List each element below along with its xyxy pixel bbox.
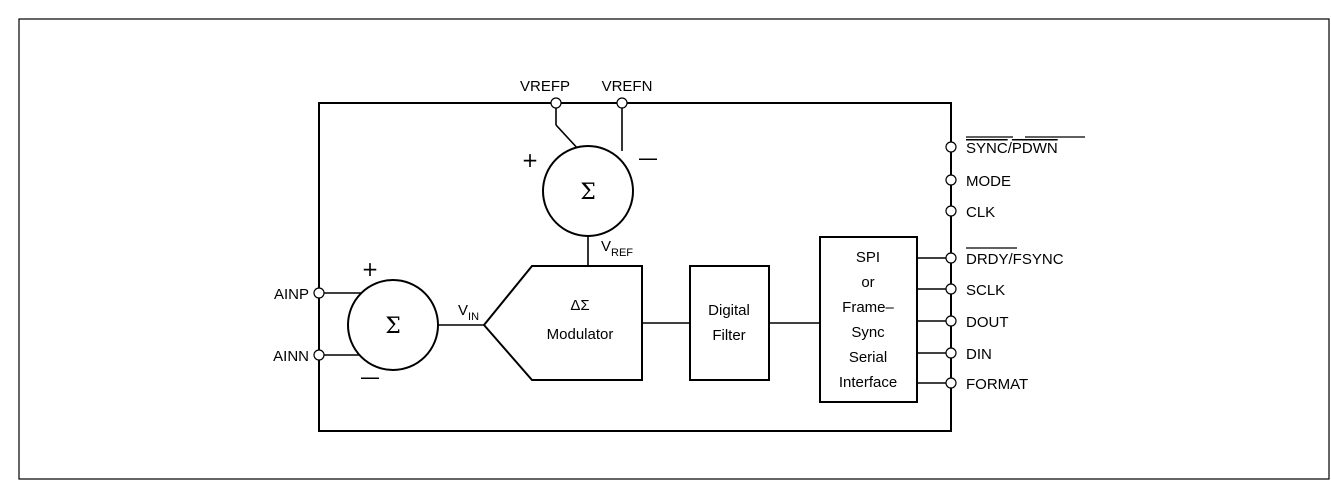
drdy-fsync-pin: DRDY/FSYNC: [945, 247, 1064, 268]
interface-line-1: SPI: [856, 249, 880, 266]
input-plus-sign: +: [362, 257, 379, 281]
interface-line-4: Sync: [851, 324, 885, 341]
modulator-block: ΔΣ Modulator: [482, 265, 643, 381]
interface-line-3: Frame–: [842, 299, 894, 316]
dout-pin: DOUT: [945, 314, 1009, 331]
digital-filter-block: Digital Filter: [689, 265, 770, 381]
vin-signal-label: VIN: [458, 302, 479, 323]
reference-minus-sign: —: [638, 146, 658, 170]
reference-summing-node: Σ + —: [522, 103, 658, 266]
mode-pin: MODE: [945, 173, 1011, 190]
vrefn-label: VREFN: [602, 78, 653, 95]
sclk-pin: SCLK: [945, 282, 1005, 299]
ainp-label: AINP: [274, 286, 309, 303]
input-sigma-symbol: Σ: [385, 314, 401, 339]
sync-pdwn-label: SYNC/PDWN: [966, 140, 1058, 157]
sclk-label: SCLK: [966, 282, 1005, 299]
dout-label: DOUT: [966, 314, 1009, 331]
reference-sigma-symbol: Σ: [580, 180, 596, 205]
input-summing-node: Σ + —: [324, 257, 484, 389]
mode-label: MODE: [966, 173, 1011, 190]
serial-interface-block: SPI or Frame– Sync Serial Interface: [819, 236, 918, 403]
filter-label-line2: Filter: [712, 327, 745, 344]
sync-pdwn-pin: SYNC/PDWN: [945, 136, 1085, 157]
outer-frame: [18, 18, 1330, 480]
clk-pin: CLK: [945, 204, 995, 221]
vrefp-label: VREFP: [520, 78, 570, 95]
vref-signal-label: VREF: [601, 238, 633, 259]
vrefn-pin: VREFN: [602, 78, 653, 109]
ainn-pin: AINN: [273, 348, 325, 365]
ainp-pin: AINP: [274, 286, 325, 303]
interface-line-5: Serial: [849, 349, 887, 366]
drdy-fsync-label: DRDY/FSYNC: [966, 251, 1064, 268]
vrefp-pin: VREFP: [520, 78, 570, 109]
format-label: FORMAT: [966, 376, 1028, 393]
reference-plus-sign: +: [522, 148, 539, 172]
input-minus-sign: —: [360, 365, 380, 389]
din-label: DIN: [966, 346, 992, 363]
din-pin: DIN: [945, 346, 992, 363]
modulator-symbol: ΔΣ: [570, 297, 589, 314]
interface-line-6: Interface: [839, 374, 897, 391]
clk-label: CLK: [966, 204, 995, 221]
modulator-label: Modulator: [547, 326, 614, 343]
filter-label-line1: Digital: [708, 302, 750, 319]
interface-line-2: or: [861, 274, 874, 291]
format-pin: FORMAT: [945, 376, 1028, 393]
ainn-label: AINN: [273, 348, 309, 365]
